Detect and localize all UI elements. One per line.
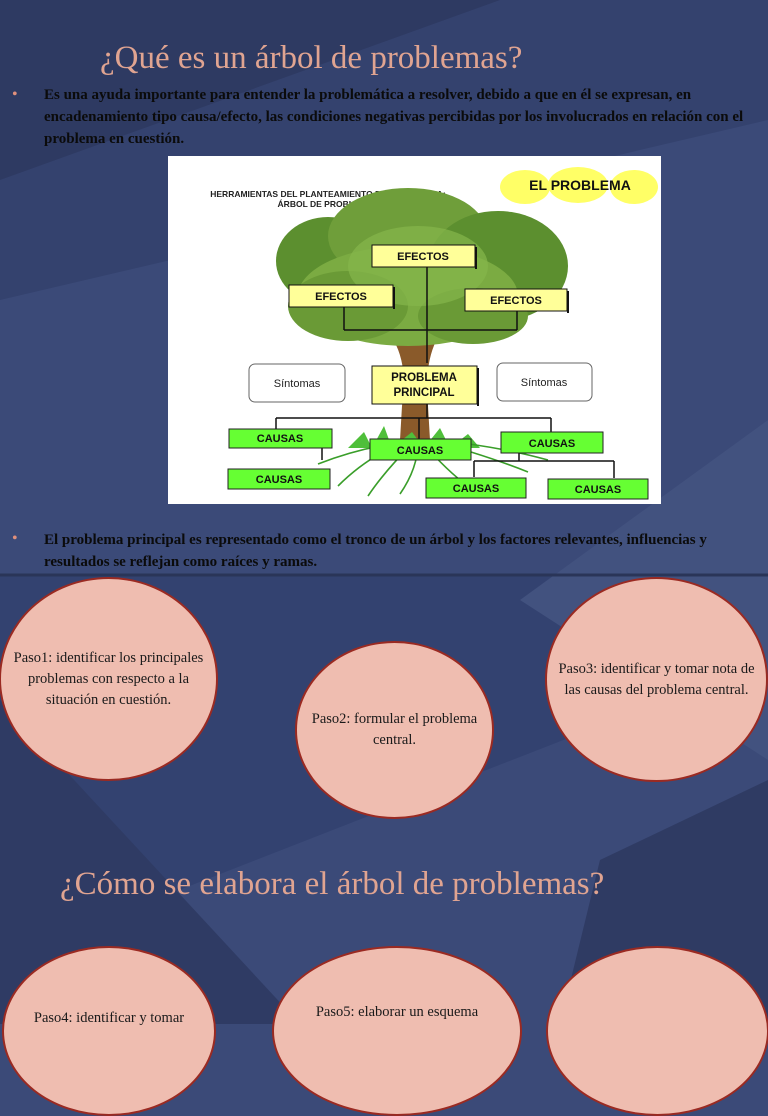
effect-box-left: EFECTOS <box>289 285 395 309</box>
cause-label-6: CAUSAS <box>575 484 621 496</box>
bullet-text-explanation: El problema principal es representado co… <box>44 529 749 573</box>
badge-el-problema: EL PROBLEMA <box>529 177 631 193</box>
step-text-paso3: Paso3: identificar y tomar nota de las c… <box>547 659 766 701</box>
step-circle-paso2: Paso2: formular el problema central. <box>295 641 494 819</box>
main-problem-line1: PROBLEMA <box>391 372 457 384</box>
effect-box-top: EFECTOS <box>372 245 477 269</box>
problem-tree-figure: HERRAMIENTAS DEL PLANTEAMIENTO DEL PROBL… <box>168 156 661 504</box>
effect-label-left: EFECTOS <box>315 291 367 303</box>
step-circle-paso5: Paso5: elaborar un esquema <box>272 946 522 1116</box>
effect-label-top: EFECTOS <box>397 251 449 263</box>
cause-box-4: CAUSAS <box>501 432 603 453</box>
step-text-paso5: Paso5: elaborar un esquema <box>306 1002 488 1023</box>
step-text-paso4: Paso4: identificar y tomar <box>24 1008 194 1029</box>
step-text-paso1: Paso1: identificar los principales probl… <box>1 648 216 711</box>
symptom-box-left: Síntomas <box>249 364 345 402</box>
cause-label-1: CAUSAS <box>257 433 303 445</box>
cause-label-2: CAUSAS <box>256 474 302 486</box>
effect-box-right: EFECTOS <box>465 289 569 313</box>
bullet-marker: • <box>12 86 18 104</box>
cause-box-3: CAUSAS <box>370 439 471 460</box>
main-problem-line2: PRINCIPAL <box>393 387 454 399</box>
symptom-label-left: Síntomas <box>274 378 321 390</box>
cause-box-6: CAUSAS <box>548 479 648 499</box>
symptom-label-right: Síntomas <box>521 377 568 389</box>
page-title: ¿Qué es un árbol de problemas? <box>100 40 522 77</box>
cause-box-1: CAUSAS <box>229 429 332 448</box>
section-title: ¿Cómo se elabora el árbol de problemas? <box>60 866 604 903</box>
step-circle-paso1: Paso1: identificar los principales probl… <box>0 577 218 781</box>
step-circle-paso6 <box>546 946 768 1116</box>
cause-label-3: CAUSAS <box>397 445 443 457</box>
symptom-box-right: Síntomas <box>497 363 592 401</box>
cause-label-4: CAUSAS <box>529 438 575 450</box>
step-text-paso2: Paso2: formular el problema central. <box>297 709 492 751</box>
cause-box-5: CAUSAS <box>426 478 526 498</box>
cause-label-5: CAUSAS <box>453 483 499 495</box>
effect-label-right: EFECTOS <box>490 295 542 307</box>
bullet-text-definition: Es una ayuda importante para entender la… <box>44 84 749 150</box>
main-problem-box: PROBLEMA PRINCIPAL <box>372 366 479 406</box>
bullet-marker: • <box>12 530 18 548</box>
step-circle-paso3: Paso3: identificar y tomar nota de las c… <box>545 577 768 782</box>
step-circle-paso4: Paso4: identificar y tomar <box>2 946 216 1116</box>
cause-box-2: CAUSAS <box>228 469 330 489</box>
